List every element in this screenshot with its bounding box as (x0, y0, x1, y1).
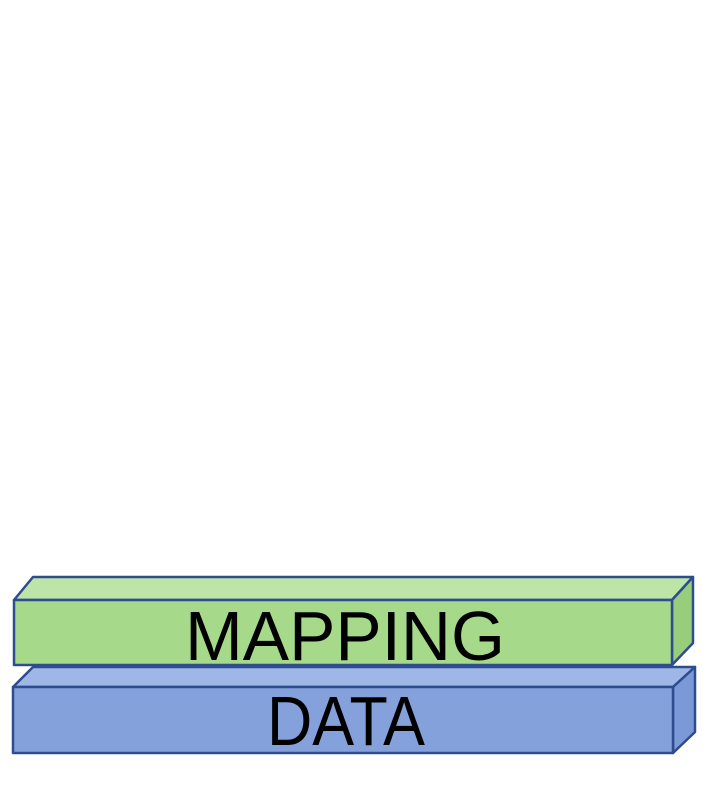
data-layer-label: DATA (267, 682, 425, 760)
mapping-layer-label: MAPPING (185, 597, 505, 675)
mapping-layer-front-face (12, 598, 674, 667)
data-layer: DATA (11, 665, 697, 760)
mapping-layer: MAPPING (12, 575, 695, 675)
data-layer-front-face (11, 685, 675, 755)
